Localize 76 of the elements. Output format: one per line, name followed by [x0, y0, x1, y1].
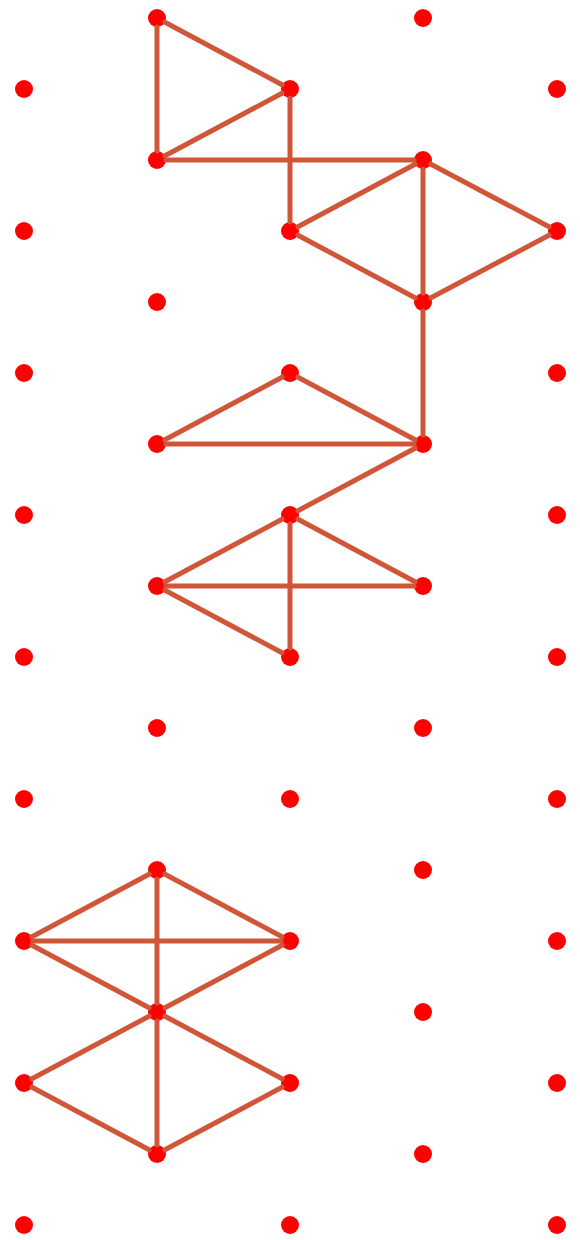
lattice-dot: [548, 932, 566, 950]
line-segment: [295, 161, 418, 230]
lattice-dot: [148, 9, 166, 27]
lattice-dot: [548, 222, 566, 240]
line-segment: [163, 157, 417, 163]
lattice-dot: [548, 364, 566, 382]
line-segment: [295, 374, 418, 443]
lattice-dot: [148, 719, 166, 737]
lattice-dot: [281, 222, 299, 240]
line-segment: [162, 587, 285, 656]
lattice-dot: [148, 577, 166, 595]
lattice-dot: [281, 648, 299, 666]
lattice-dot: [148, 293, 166, 311]
lattice-dot: [15, 506, 33, 524]
line-segment: [162, 1013, 285, 1082]
lattice-dot: [548, 1074, 566, 1092]
line-segment: [163, 441, 417, 447]
line-segment: [30, 938, 284, 944]
line-segment: [162, 19, 285, 88]
line-segment: [162, 90, 285, 159]
line-segment: [29, 871, 152, 940]
lattice-dot: [148, 151, 166, 169]
lattice-dot: [281, 932, 299, 950]
line-segment: [154, 876, 160, 1006]
lattice-dot: [281, 80, 299, 98]
line-segment: [29, 1084, 152, 1153]
line-segment: [162, 942, 285, 1011]
line-segment: [29, 1013, 152, 1082]
lattice-dot: [548, 506, 566, 524]
line-segment: [420, 166, 426, 296]
lattice-dot: [548, 648, 566, 666]
line-segment: [295, 445, 418, 514]
line-segment: [428, 161, 552, 230]
lattice-dot: [548, 790, 566, 808]
line-segment: [420, 308, 426, 438]
lattice-dot: [15, 222, 33, 240]
lattice-dot: [15, 1216, 33, 1234]
line-segment: [162, 871, 285, 940]
line-segment: [162, 516, 285, 585]
lattice-dot: [548, 80, 566, 98]
line-segment: [295, 516, 418, 585]
lattice-dot: [148, 1003, 166, 1021]
lattice-dot: [281, 364, 299, 382]
line-segment: [428, 232, 552, 301]
lattice-dot: [548, 1216, 566, 1234]
lattice-dot: [414, 9, 432, 27]
lattice-dot: [414, 151, 432, 169]
line-segment: [287, 521, 293, 651]
lattice-dot: [15, 80, 33, 98]
lattice-dot: [15, 1074, 33, 1092]
lattice-dot: [148, 1145, 166, 1163]
line-segment: [162, 374, 285, 443]
lattice-dot: [15, 648, 33, 666]
lattice-dot: [414, 435, 432, 453]
lattice-dot: [281, 790, 299, 808]
lattice-dot: [15, 932, 33, 950]
lattice-dot: [414, 861, 432, 879]
line-segment: [154, 24, 160, 154]
lattice-dot: [414, 293, 432, 311]
line-segment: [287, 95, 293, 225]
line-segment: [162, 1084, 285, 1153]
lattice-dot: [414, 577, 432, 595]
lattice-dot: [15, 790, 33, 808]
line-segment: [29, 942, 152, 1011]
lattice-dot: [148, 861, 166, 879]
lattice-dot: [281, 1074, 299, 1092]
lattice-dot: [414, 1003, 432, 1021]
lattice-dot: [281, 1216, 299, 1234]
lattice-dot: [148, 435, 166, 453]
lattice-dot: [414, 719, 432, 737]
lattice-dot: [15, 364, 33, 382]
line-segment: [163, 583, 417, 589]
lattice-dot: [414, 1145, 432, 1163]
line-segment: [295, 232, 418, 301]
lattice-dot: [281, 506, 299, 524]
line-segment: [154, 1018, 160, 1148]
